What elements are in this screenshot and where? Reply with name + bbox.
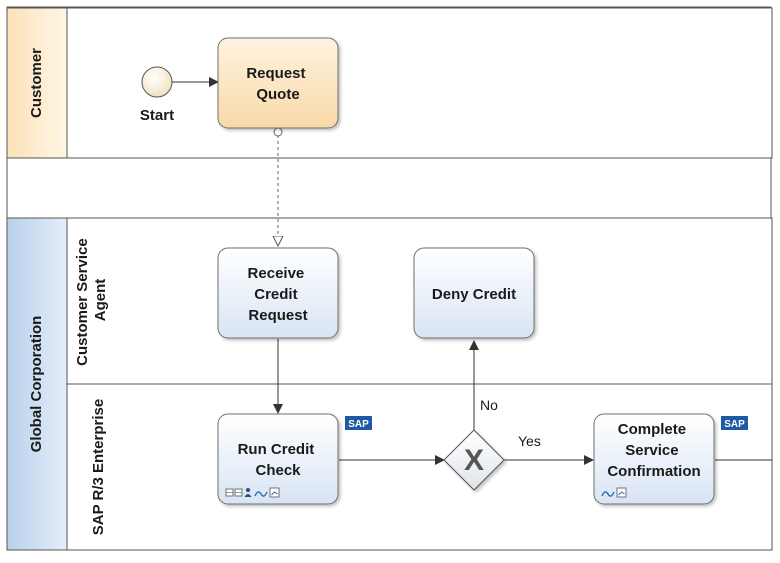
task-receive-credit-box[interactable] [217,247,339,339]
exclusive-gateway[interactable]: X [443,429,505,491]
lane-sap-label: SAP R/3 Enterprise [90,399,107,535]
task-deny-credit[interactable]: Deny Credit [413,247,535,339]
task-deny-credit-box[interactable] [413,247,535,339]
message-flow-origin [273,127,283,137]
task-request-quote-label: Request Quote [246,65,309,103]
lane-csa-label-line-2: Agent [92,279,109,322]
task-run-credit-label: Run Credit Check [238,441,319,479]
task-run-credit-icons [225,487,280,498]
start-event-circle[interactable] [141,66,173,98]
task-receive-credit-line-3: Request [248,307,307,324]
task-complete-service-icons [601,487,627,498]
form-icon [616,487,627,498]
task-request-quote[interactable]: Request Quote [217,37,339,129]
pool-global-label: Global Corporation [28,316,45,453]
task-run-credit-box[interactable] [217,413,339,505]
start-event-label: Start [140,107,174,124]
sap-badge-complete-service-text: SAP [724,419,745,430]
task-complete-service-line-1: Complete [618,421,686,438]
gateway-diamond[interactable] [443,429,505,491]
task-deny-credit-label: Deny Credit [432,286,516,303]
sap-badge-complete-service [721,416,748,430]
task-request-quote-box[interactable] [217,37,339,129]
edges: No Yes [172,77,772,465]
task-run-credit-line-2: Check [255,462,301,479]
user-icon [244,488,252,497]
form-icon [269,487,280,498]
sap-badge-run-credit-text: SAP [348,419,369,430]
task-receive-credit-request[interactable]: Receive Credit Request [217,247,339,339]
table-icon [225,488,243,497]
pool-customer-body [66,7,773,159]
task-receive-credit-line-1: Receive [248,265,305,282]
task-complete-service-line-3: Confirmation [607,463,700,480]
pool-global-corporation: Global Corporation Customer Service Agen… [6,217,773,551]
task-receive-credit-line-2: Credit [254,286,297,303]
task-request-quote-line-2: Quote [256,86,299,103]
flow-icon [601,491,615,497]
task-run-credit-line-1: Run Credit [238,441,315,458]
lane-csa-label-line-1: Customer Service [74,238,91,366]
task-run-credit-check[interactable]: Run Credit Check SAP [217,413,372,505]
task-complete-service-confirmation[interactable]: Complete Service Confirmation SAP [593,413,748,505]
gateway-x-marker: X [464,444,484,477]
edge-label-yes: Yes [518,433,541,449]
pool-customer: Customer [6,7,773,159]
flow-icon [254,491,268,497]
lane-csa-label: Customer Service Agent [74,234,109,366]
pool-customer-header [6,7,68,159]
task-complete-service-line-2: Service [625,442,678,459]
pool-global-header [6,217,68,551]
task-complete-service-box[interactable] [593,413,715,505]
task-receive-credit-label: Receive Credit Request [248,265,309,324]
sap-badge-run-credit [345,416,372,430]
task-complete-service-label: Complete Service Confirmation [607,421,700,480]
pool-customer-label: Customer [28,48,45,118]
edge-label-no: No [480,397,498,413]
task-request-quote-line-1: Request [246,65,305,82]
